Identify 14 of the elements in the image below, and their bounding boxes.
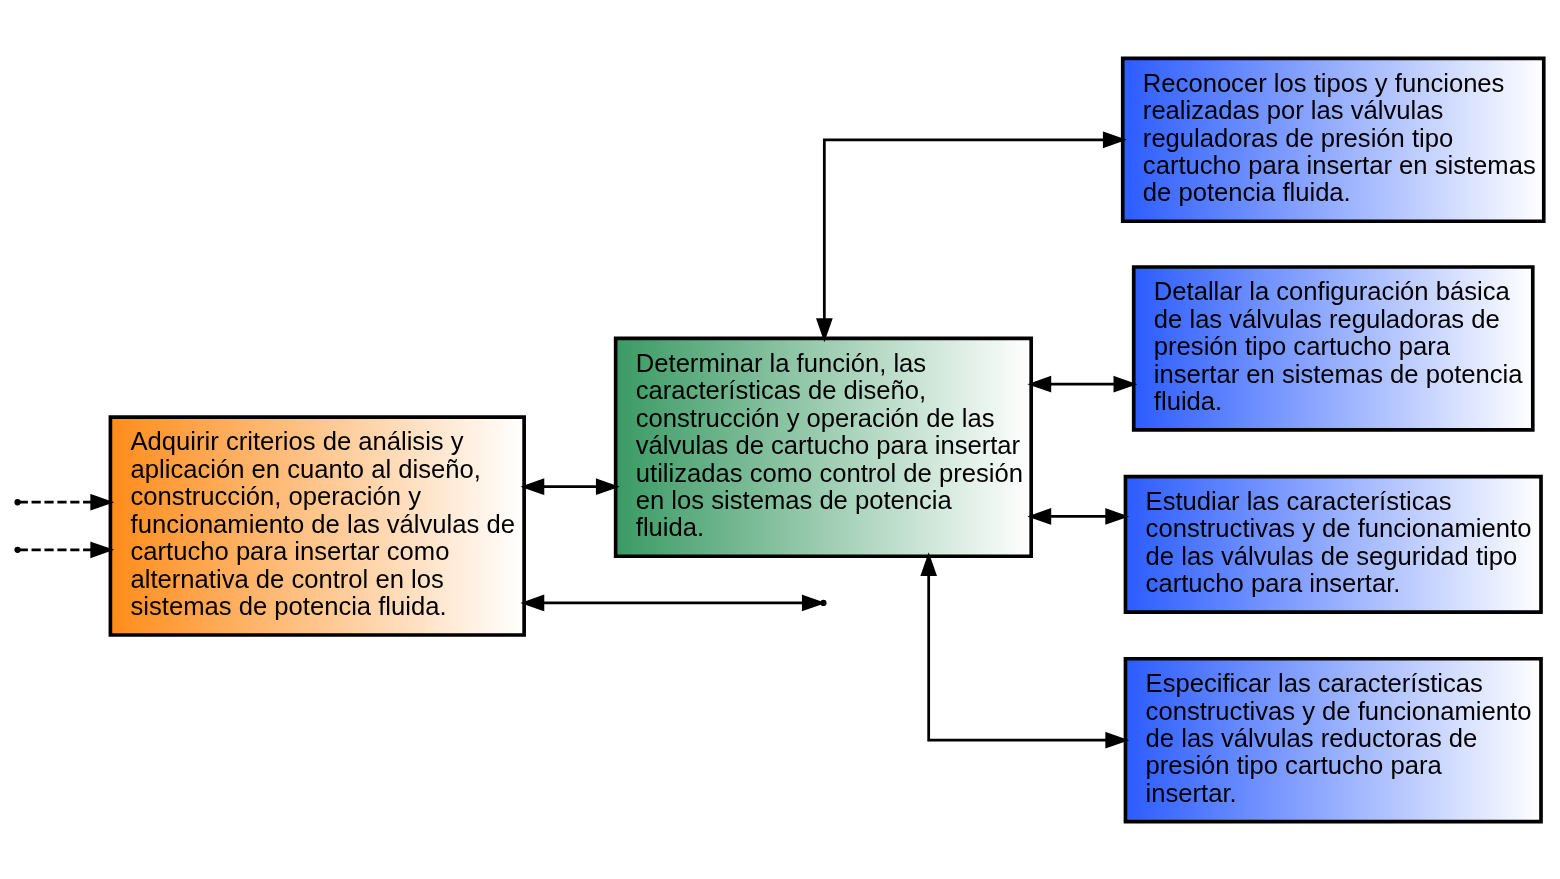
arrow bbox=[1027, 375, 1138, 392]
node-box: Determinar la función, las características de diseño, construcción y operación de las válvulas de cartucho para insertar utilizadas como control de presión en los sistemas de potencia fluida. bbox=[613, 336, 1033, 558]
arrow bbox=[1027, 507, 1130, 525]
node-box: Estudiar las características constructivas y de funcionamiento de las válvulas de seguridad tipo cartucho para insertar. bbox=[1123, 474, 1543, 614]
arrow bbox=[18, 493, 115, 511]
node-box: Reconocer los tipos y funciones realizadas por las válvulas reguladoras de presión tipo cartucho para insertar en sistemas de potencia fluida. bbox=[1120, 56, 1546, 223]
node-box: Especificar las características constructivas y de funcionamiento de las válvulas reductoras de presión tipo cartucho para insertar. bbox=[1123, 656, 1543, 823]
node-box: Detallar la configuración básica de las válvulas reguladoras de presión tipo cartucho para insertar en sistemas de potencia fluida. bbox=[1131, 264, 1535, 432]
arrow bbox=[920, 551, 1130, 749]
arrow bbox=[18, 541, 115, 558]
arrow bbox=[520, 594, 826, 611]
arrow bbox=[520, 477, 620, 495]
node-box: Adquirir criterios de análisis y aplicación en cuanto al diseño, construcción, operación y funcionamiento de las válvulas de cartucho para insertar como alternativa de control en los sistemas de potencia fluida. bbox=[108, 414, 526, 637]
arrow bbox=[816, 130, 1127, 342]
